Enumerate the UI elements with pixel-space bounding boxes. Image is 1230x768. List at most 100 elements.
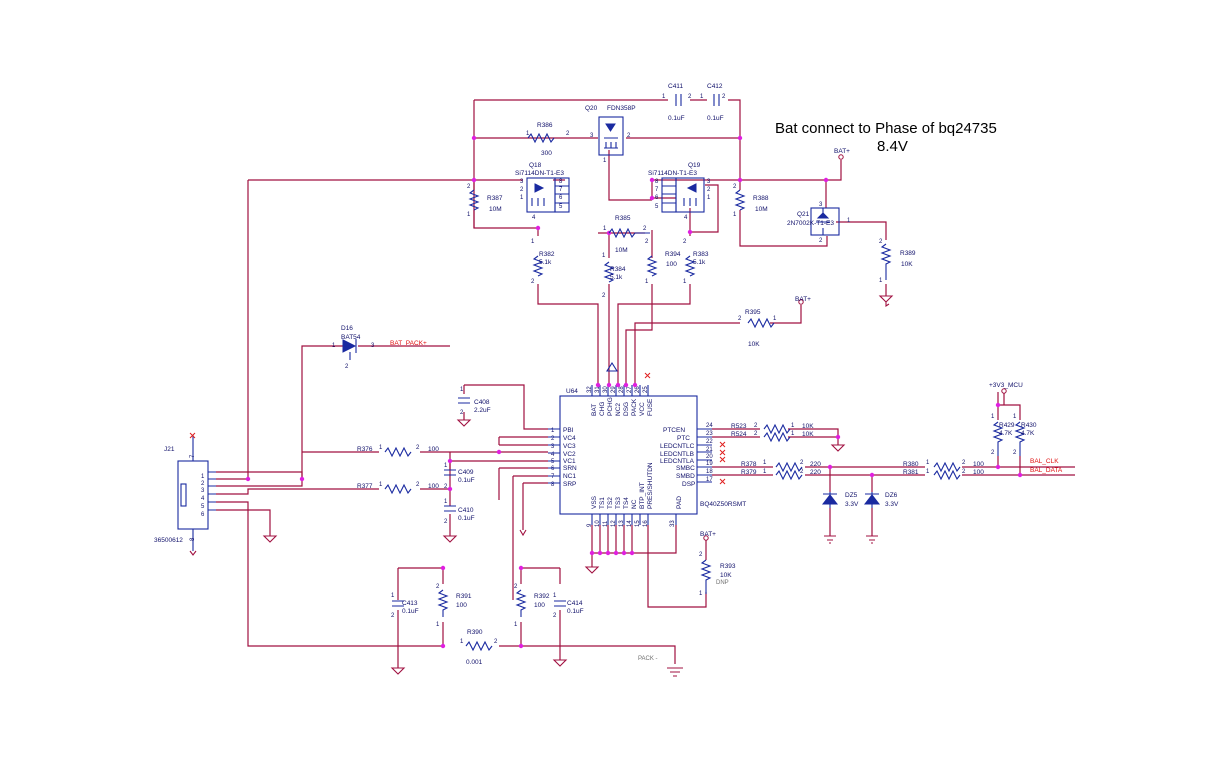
power-3v3-mcu: +3V3_MCU (989, 382, 1023, 405)
connector-j21: J21 36500612 1 2 3 4 5 6 7 8 (154, 432, 278, 556)
svg-text:32: 32 (587, 386, 593, 393)
svg-text:11: 11 (603, 520, 609, 527)
capacitor-c414: C414 0.1uF 12 (553, 593, 584, 619)
svg-text:2: 2 (1013, 450, 1017, 456)
capacitor-c408: C408 2.2uF 12 (456, 387, 491, 427)
svg-text:2: 2 (699, 552, 703, 558)
svg-text:C414: C414 (567, 600, 583, 607)
svg-text:PAD: PAD (676, 496, 683, 509)
svg-text:D16: D16 (341, 325, 353, 332)
svg-text:TS4: TS4 (623, 497, 630, 509)
svg-text:SMBC: SMBC (676, 465, 695, 472)
resistor-r384: R384 5.1k 12 (602, 253, 626, 299)
svg-text:5: 5 (201, 504, 205, 510)
svg-text:0.001: 0.001 (466, 659, 483, 666)
svg-text:8: 8 (190, 537, 196, 541)
svg-text:2: 2 (201, 481, 205, 487)
svg-text:2: 2 (602, 293, 606, 299)
svg-text:PACK: PACK (631, 398, 638, 416)
svg-text:R393: R393 (720, 563, 736, 570)
svg-text:1: 1 (926, 460, 930, 466)
svg-text:U64: U64 (566, 388, 578, 395)
svg-text:16: 16 (643, 520, 649, 527)
svg-text:2: 2 (553, 613, 557, 619)
resistor-r387: R387 10M 21 (467, 184, 503, 218)
svg-text:1: 1 (520, 195, 524, 201)
resistor-r388: R388 10M 21 (733, 184, 769, 218)
svg-text:LEDCNTLA: LEDCNTLA (660, 458, 695, 465)
svg-text:R430: R430 (1021, 422, 1037, 429)
svg-text:C408: C408 (474, 399, 490, 406)
svg-text:2: 2 (494, 639, 498, 645)
svg-text:5: 5 (655, 204, 659, 210)
net-pack-minus: PACK - (638, 656, 658, 662)
svg-text:2N7002K-T1-E3: 2N7002K-T1-E3 (787, 220, 834, 227)
svg-text:10M: 10M (615, 247, 628, 254)
resistor-r392: R392 100 21 (514, 584, 550, 628)
svg-text:TS3: TS3 (615, 497, 622, 509)
svg-text:15: 15 (635, 520, 641, 527)
title-line-1: Bat connect to Phase of bq24735 (775, 120, 997, 137)
svg-text:100: 100 (973, 469, 984, 476)
svg-text:33: 33 (670, 520, 676, 527)
resistor-r383: R383 5.1k 21 (683, 239, 709, 285)
svg-text:27: 27 (627, 386, 633, 393)
svg-text:1: 1 (603, 226, 607, 232)
power-bat-plus-3: BAT+ (700, 531, 716, 541)
title-line-2: 8.4V (877, 138, 908, 155)
svg-text:8: 8 (655, 179, 659, 185)
svg-text:1: 1 (699, 591, 703, 597)
svg-text:1: 1 (436, 622, 440, 628)
svg-text:7: 7 (559, 187, 563, 193)
svg-text:R387: R387 (487, 195, 503, 202)
svg-text:7: 7 (551, 474, 555, 480)
svg-text:2: 2 (643, 226, 647, 232)
svg-text:BAT+: BAT+ (700, 531, 716, 538)
svg-text:8: 8 (559, 179, 563, 185)
ground-symbol (878, 295, 894, 308)
svg-text:4.7K: 4.7K (1021, 430, 1035, 437)
svg-text:LEDCNTLC: LEDCNTLC (660, 443, 695, 450)
svg-text:1: 1 (603, 158, 607, 164)
svg-text:100: 100 (428, 483, 439, 490)
svg-text:FDN358P: FDN358P (607, 105, 636, 112)
svg-text:12: 12 (611, 520, 617, 527)
svg-text:DSG: DSG (623, 402, 630, 416)
svg-text:2: 2 (879, 239, 883, 245)
svg-text:8: 8 (551, 482, 555, 488)
zener-dz5: DZ5 3.3V (821, 492, 859, 508)
svg-text:Q19: Q19 (688, 162, 701, 169)
svg-text:26: 26 (635, 386, 641, 393)
svg-text:BAT+: BAT+ (795, 296, 811, 303)
svg-text:2: 2 (345, 364, 349, 370)
svg-text:1: 1 (460, 639, 464, 645)
svg-text:22: 22 (706, 439, 713, 445)
svg-text:R395: R395 (745, 309, 761, 316)
svg-text:C411: C411 (668, 83, 683, 90)
junctions-top (471, 135, 829, 236)
svg-text:31: 31 (595, 386, 601, 393)
svg-text:2: 2 (819, 238, 823, 244)
ground-symbols (390, 444, 878, 677)
svg-text:18: 18 (706, 469, 713, 475)
resistor-r394: R394 100 21 (645, 239, 681, 285)
svg-text:1: 1 (763, 460, 767, 466)
svg-text:R378: R378 (741, 461, 757, 468)
svg-text:10K: 10K (802, 423, 814, 430)
svg-text:3.3V: 3.3V (845, 501, 859, 508)
svg-text:1: 1 (391, 593, 395, 599)
svg-text:2: 2 (645, 239, 649, 245)
svg-text:C412: C412 (707, 83, 723, 90)
svg-text:TS2: TS2 (607, 497, 614, 509)
svg-text:R389: R389 (900, 250, 916, 257)
svg-text:NC1: NC1 (563, 473, 576, 480)
svg-text:C409: C409 (458, 469, 474, 476)
svg-text:R382: R382 (539, 251, 555, 258)
resistor-r382: R382 5.1k 12 (531, 239, 555, 285)
svg-text:2: 2 (460, 410, 464, 416)
svg-text:3.3V: 3.3V (885, 501, 899, 508)
